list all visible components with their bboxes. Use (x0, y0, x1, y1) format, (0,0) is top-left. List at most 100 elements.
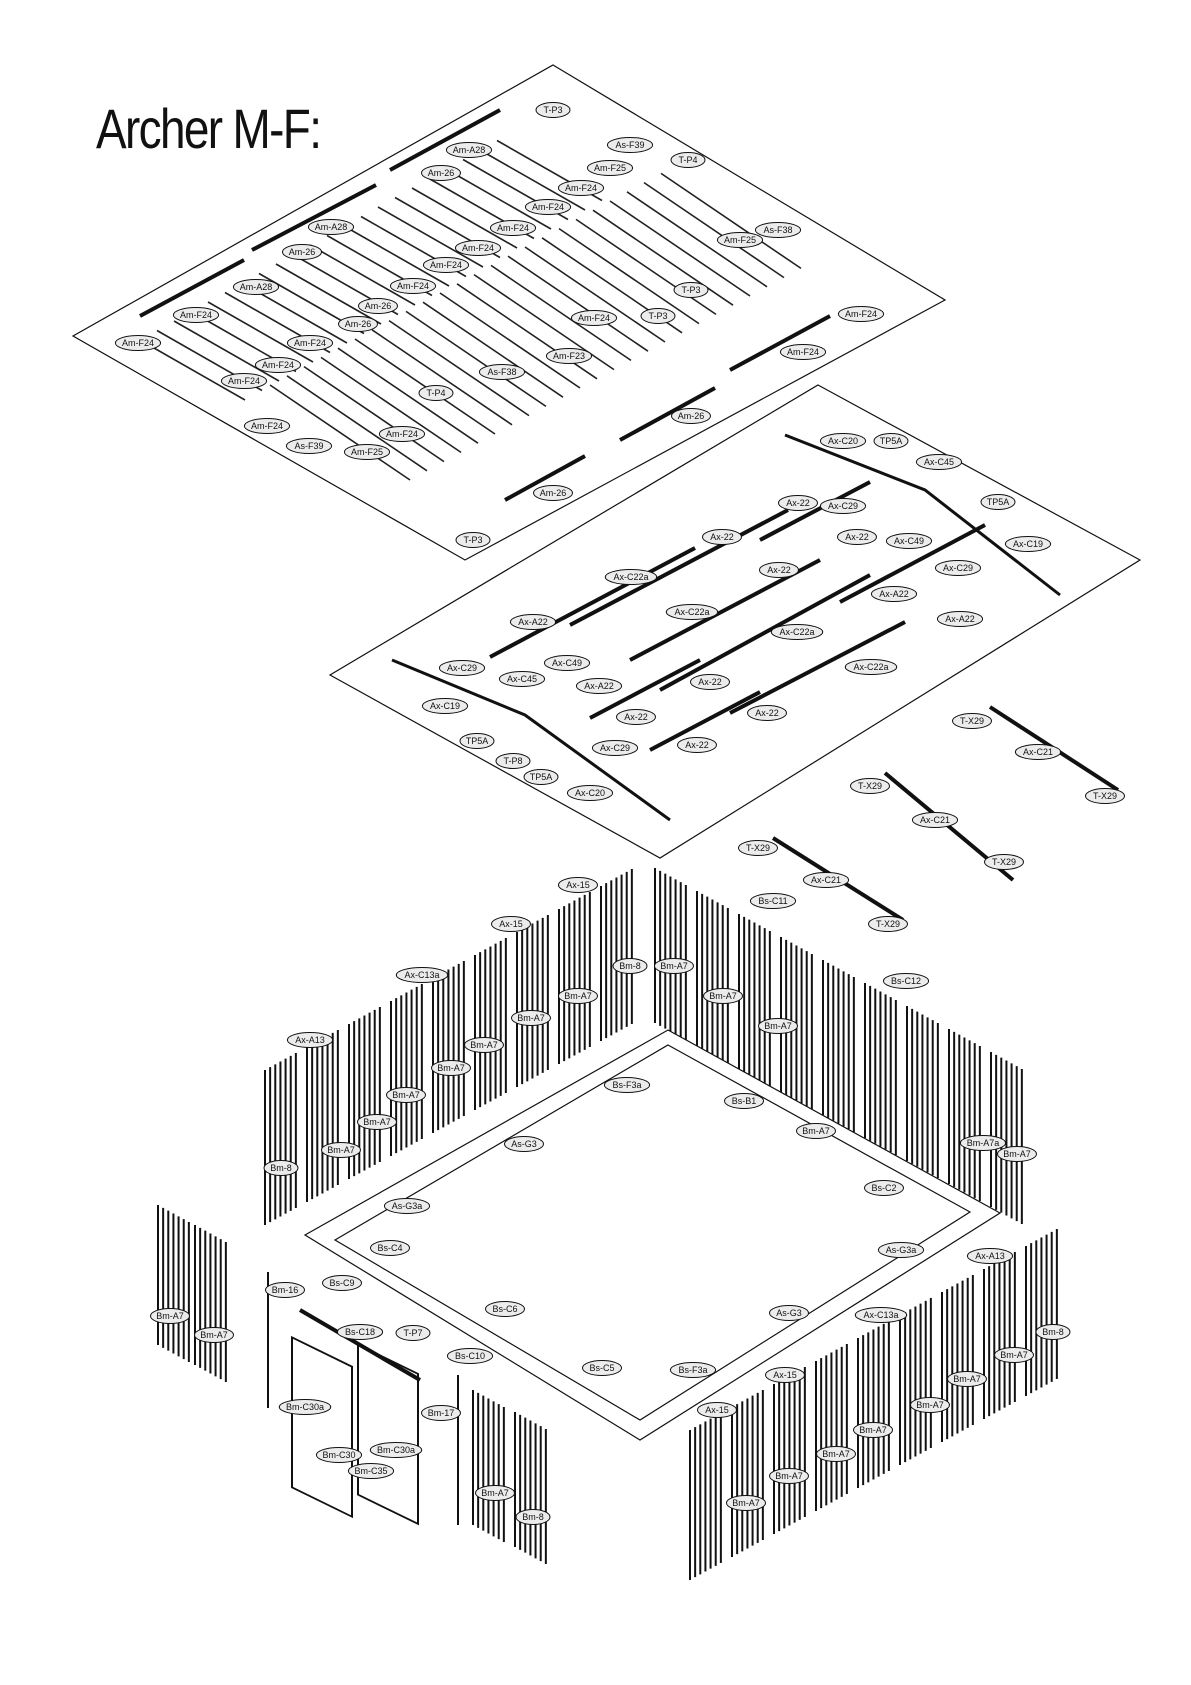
part-label: Bm-A7 (464, 1037, 504, 1053)
part-label-text: T-P4 (426, 388, 445, 398)
part-label-bubble (778, 495, 818, 511)
roof-rib (626, 191, 768, 288)
wall-panel (857, 1321, 890, 1488)
part-label-text: Bm-A7 (437, 1063, 465, 1073)
part-label: Bm-A7 (475, 1485, 515, 1501)
frame-beam (759, 480, 871, 542)
wall-panel (689, 1413, 722, 1580)
part-label-bubble (445, 142, 493, 158)
part-label-bubble (934, 560, 982, 576)
part-label-bubble (421, 1405, 461, 1421)
part-label-text: Bs-C18 (345, 1327, 375, 1337)
part-label-bubble (575, 678, 623, 694)
part-label-bubble (395, 1325, 431, 1341)
part-label-bubble (868, 916, 908, 932)
part-label: Ax-C21 (802, 872, 850, 888)
part-label: TP5A (873, 433, 909, 449)
roof-plate-outline (71, 64, 947, 561)
part-label-bubble (997, 1146, 1037, 1162)
part-label-text: Ax-C22a (779, 627, 814, 637)
part-label-bubble (640, 308, 676, 324)
part-label-bubble (558, 988, 598, 1004)
part-label: Am-26 (358, 298, 398, 314)
frame-beam (649, 690, 761, 752)
part-label: Ax-C22a (844, 659, 898, 675)
part-label-text: Bm-A7 (156, 1311, 184, 1321)
part-label: Am-A28 (232, 279, 280, 295)
part-label: As-F39 (285, 438, 333, 454)
roof-purlin (504, 454, 586, 502)
part-label-text: Bm-17 (428, 1408, 455, 1418)
part-label: Bm-A7 (853, 1422, 893, 1438)
part-label-text: Am-F24 (262, 360, 294, 370)
roof-rib (575, 218, 717, 316)
part-label: T-X29 (952, 713, 992, 729)
roof-rib (275, 263, 382, 325)
part-label-bubble (765, 1367, 805, 1383)
part-label-text: Bs-C9 (329, 1278, 354, 1288)
part-label-text: Ax-C19 (1013, 539, 1043, 549)
part-label-text: Am-F25 (351, 447, 383, 457)
part-label: Bm-A7 (511, 1010, 551, 1026)
part-label-bubble (759, 562, 799, 578)
part-label: T-X29 (850, 778, 890, 794)
part-label-bubble (438, 660, 486, 676)
part-label: Bm-C30 (315, 1447, 363, 1463)
part-label: TP5A (523, 769, 559, 785)
part-label: Am-F24 (389, 278, 437, 294)
roof-purlin (139, 258, 245, 318)
part-label-text: Bm-A7 (1003, 1149, 1031, 1159)
part-label-text: Ax-15 (566, 880, 590, 890)
part-label: Am-F24 (378, 426, 426, 442)
part-label-bubble (489, 220, 537, 236)
part-label-text: As-G3 (776, 1308, 802, 1318)
part-label: Ax-22 (747, 705, 787, 721)
part-label: Bs-C11 (749, 893, 797, 909)
part-label-text: T-P7 (403, 1328, 422, 1338)
part-label: Bm-A7 (357, 1114, 397, 1130)
part-label-text: T-X29 (960, 716, 984, 726)
part-label-text: Bm-A7 (327, 1145, 355, 1155)
part-label: Bm-A7 (194, 1327, 234, 1343)
part-label-bubble (504, 1136, 544, 1152)
part-label-bubble (543, 655, 591, 671)
part-label-bubble (336, 1324, 384, 1340)
part-label-text: Bm-8 (619, 961, 641, 971)
part-label-bubble (850, 778, 890, 794)
part-label-text: Ax-C22a (613, 572, 648, 582)
part-label-text: Am-F24 (462, 243, 494, 253)
roof-purlin (251, 183, 377, 252)
part-label-text: Bm-8 (1042, 1327, 1064, 1337)
part-label-bubble (915, 454, 963, 470)
part-label: Ax-A13 (966, 1248, 1014, 1264)
part-label-text: Bm-A7 (859, 1425, 887, 1435)
part-label-text: Ax-22 (685, 740, 709, 750)
part-label-bubble (911, 812, 959, 828)
part-label: T-P8 (495, 753, 531, 769)
part-label-text: Am-26 (428, 168, 455, 178)
part-label-text: T-P3 (648, 311, 667, 321)
part-label: Bm-A7 (150, 1308, 190, 1324)
part-label-text: Am-F25 (594, 163, 626, 173)
part-label-text: Bm-A7 (775, 1471, 803, 1481)
wall-panel (514, 1412, 547, 1564)
part-label-text: Ax-A22 (584, 681, 614, 691)
part-label: Bm-8 (612, 958, 648, 974)
part-label-text: Am-F24 (497, 223, 529, 233)
wall-panel (738, 914, 771, 1086)
part-label-text: Ax-22 (767, 565, 791, 575)
part-label: Am-26 (282, 244, 322, 260)
part-label: Ax-C13a (854, 1307, 908, 1323)
part-label-text: As-G3 (511, 1139, 537, 1149)
part-label: Am-F24 (114, 335, 162, 351)
part-label-bubble (749, 893, 797, 909)
part-label-text: Am-F25 (724, 235, 756, 245)
part-label-bubble (307, 219, 355, 235)
part-label: Ax-22 (690, 674, 730, 690)
part-label-text: Am-F24 (532, 202, 564, 212)
part-label-text: Bm-A7a (967, 1138, 1000, 1148)
part-label-text: Bm-A7 (517, 1013, 545, 1023)
part-label-text: Bm-A7 (660, 961, 688, 971)
part-label-bubble (769, 1468, 809, 1484)
part-label-text: T-X29 (746, 843, 770, 853)
